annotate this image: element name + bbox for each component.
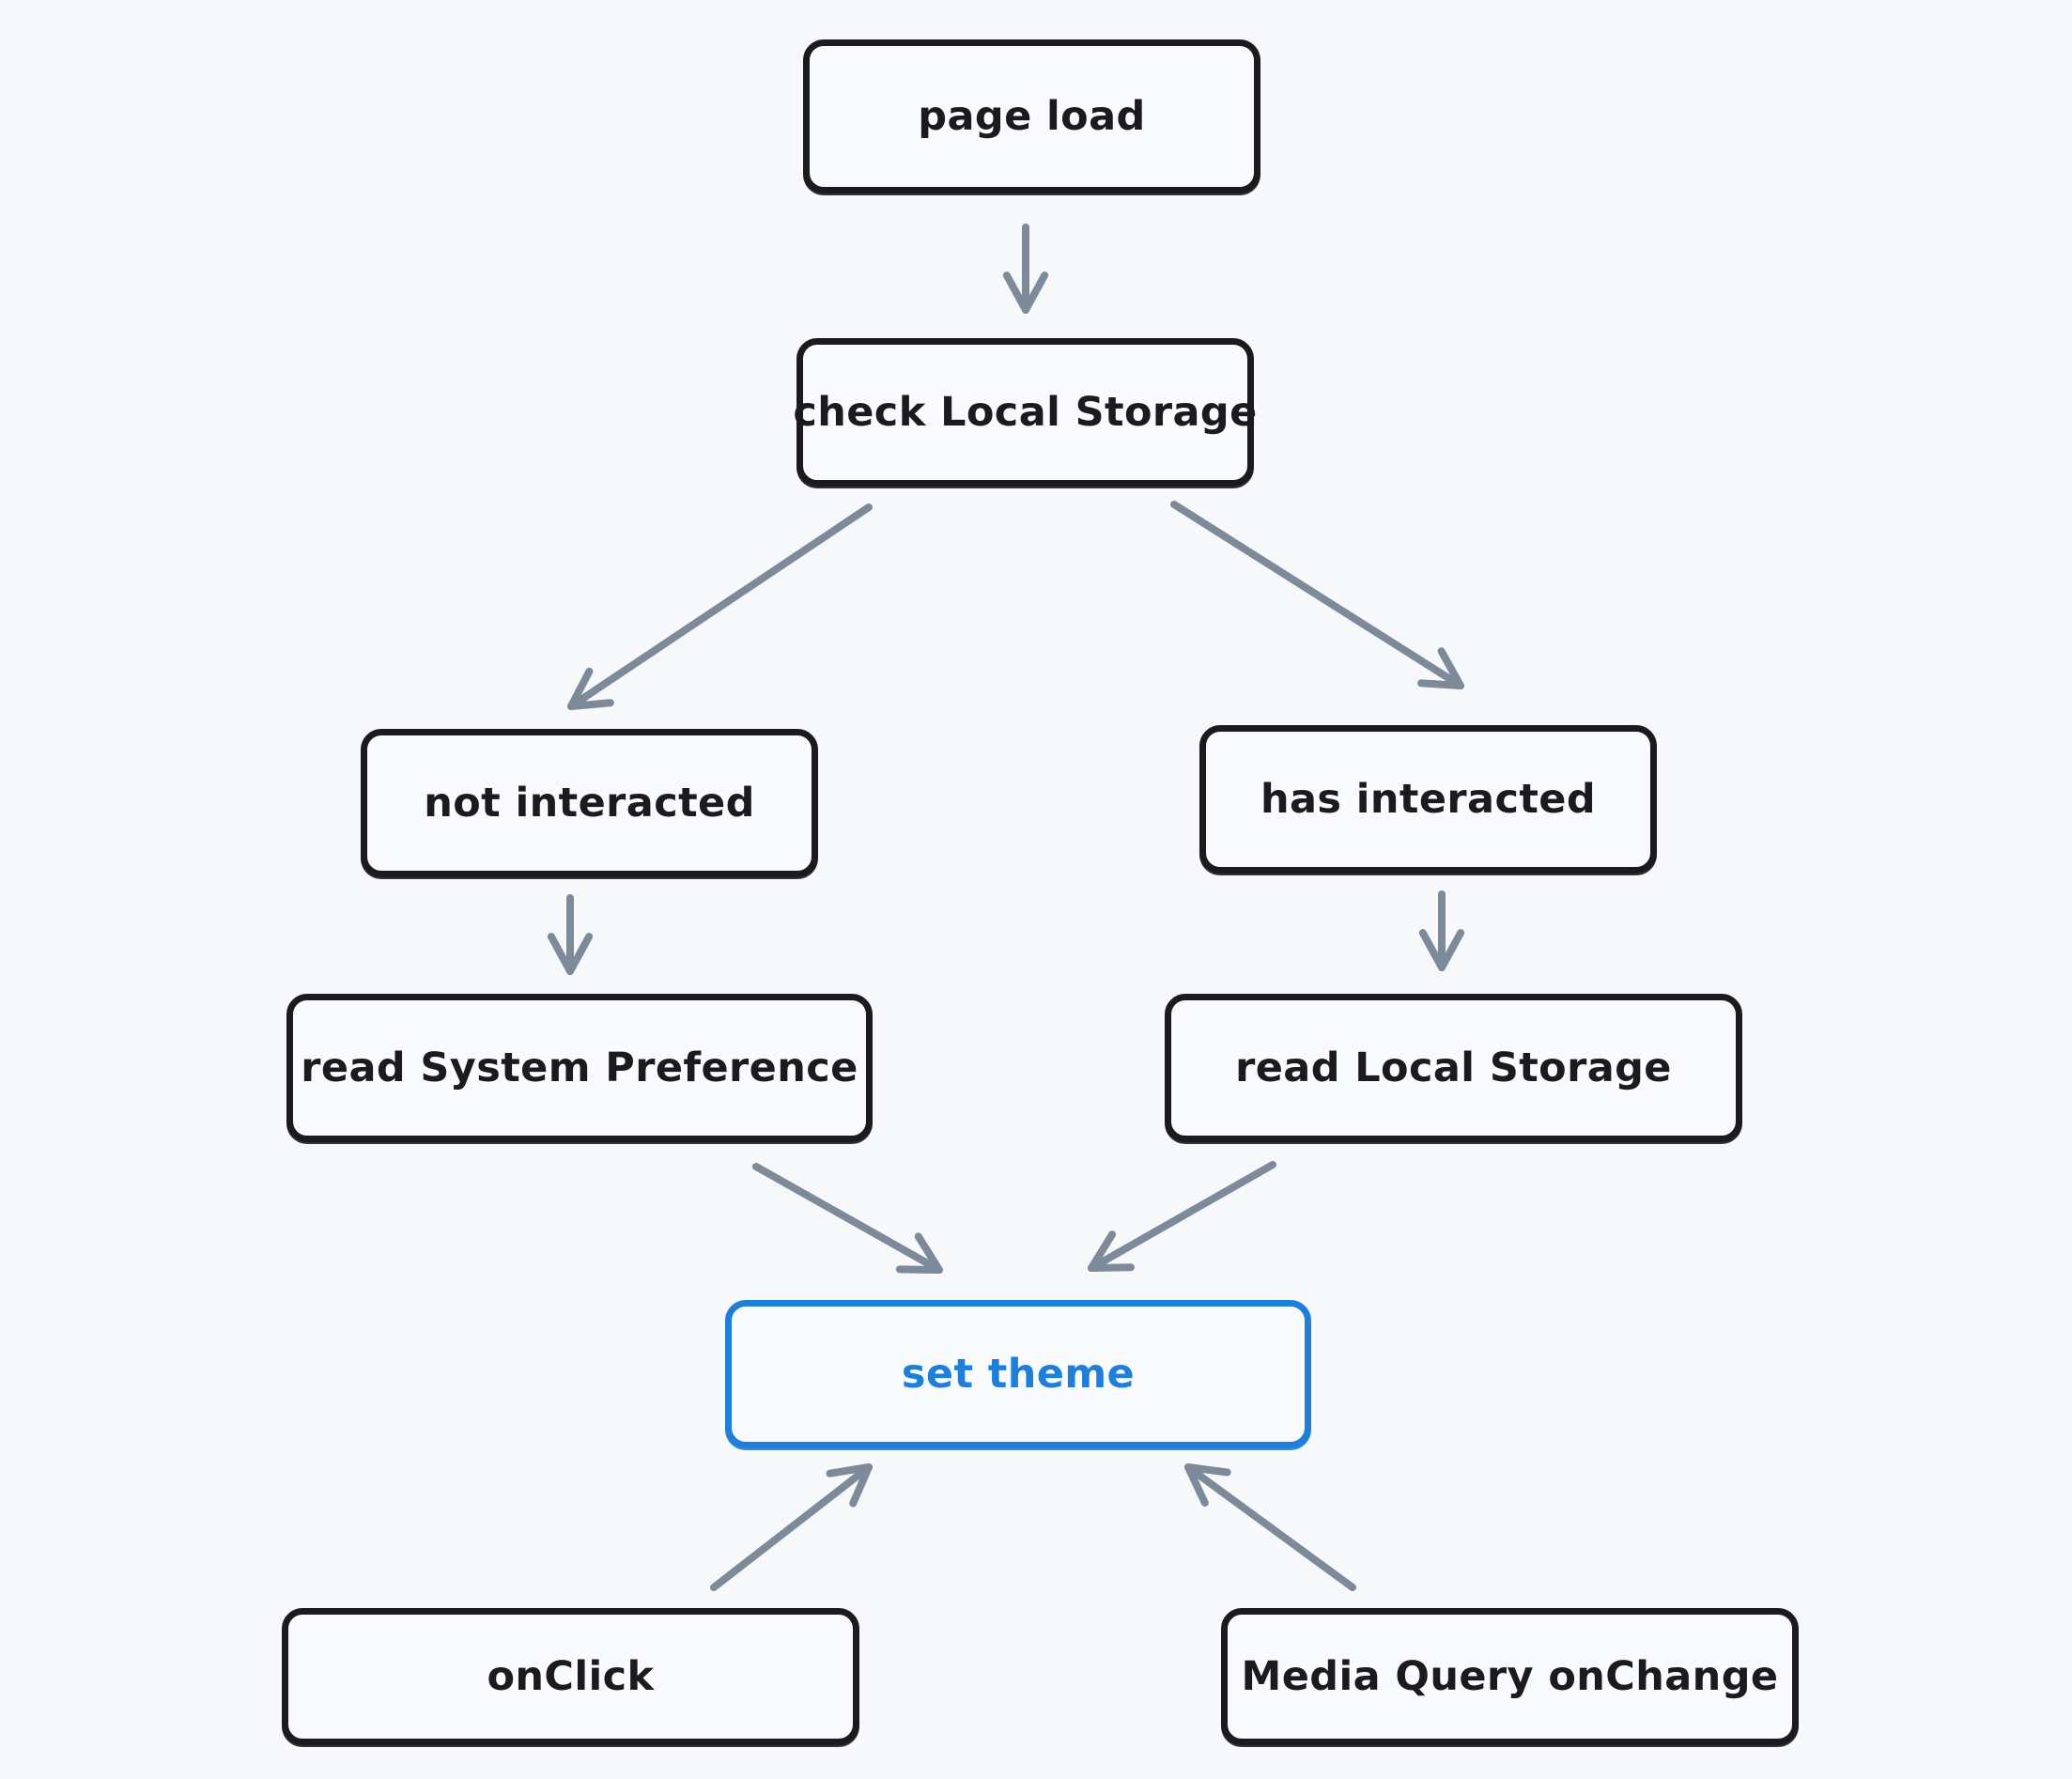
edge-line <box>710 1463 873 1591</box>
edge-arrowhead <box>1088 1263 1135 1272</box>
edge-arrowhead <box>826 1463 873 1477</box>
node-label-on-click: onClick <box>487 1652 655 1700</box>
edge-read-local-storage-to-set-theme <box>1088 1161 1276 1272</box>
node-label-check-local-storage: check Local Storage <box>793 388 1258 436</box>
edge-arrowhead <box>1184 1463 1231 1477</box>
node-has-interacted[interactable]: has interacted <box>1199 725 1657 874</box>
node-label-not-interacted: not interacted <box>424 779 755 827</box>
edge-not-interacted-to-read-system-preference <box>547 894 594 975</box>
edge-line <box>1184 1463 1356 1591</box>
edge-on-click-to-set-theme <box>710 1463 873 1591</box>
edge-has-interacted-to-read-local-storage <box>1418 890 1465 971</box>
node-check-local-storage[interactable]: check Local Storage <box>793 338 1258 487</box>
node-label-page-load: page load <box>918 92 1146 140</box>
node-read-local-storage[interactable]: read Local Storage <box>1165 994 1742 1142</box>
node-not-interacted[interactable]: not interacted <box>361 729 818 877</box>
node-label-read-system-preference: read System Preference <box>301 1044 858 1091</box>
edge-arrowhead <box>567 699 614 710</box>
edge-arrowhead <box>1002 271 1029 314</box>
edge-arrowhead <box>1022 271 1049 314</box>
edge-line <box>1170 501 1464 689</box>
edge-arrowhead <box>547 933 574 975</box>
edge-arrowhead <box>1417 679 1464 689</box>
edge-line <box>567 503 873 710</box>
edge-page-load-to-check-local-storage <box>1002 224 1049 314</box>
edge-arrowhead <box>896 1265 943 1274</box>
node-page-load[interactable]: page load <box>803 39 1260 193</box>
edge-arrowhead <box>1418 929 1446 971</box>
edge-check-local-storage-to-has-interacted <box>1170 501 1464 689</box>
edge-arrowhead <box>1437 647 1464 689</box>
node-on-click[interactable]: onClick <box>282 1608 859 1745</box>
edge-read-system-preference-to-set-theme <box>752 1163 943 1274</box>
edge-arrowhead <box>849 1463 873 1508</box>
node-media-query-on-change[interactable]: Media Query onChange <box>1221 1608 1799 1745</box>
edge-arrowhead <box>1438 929 1465 971</box>
edge-line <box>752 1163 943 1274</box>
edge-arrowhead <box>1184 1463 1209 1508</box>
node-label-has-interacted: has interacted <box>1260 775 1597 823</box>
node-label-media-query-on-change: Media Query onChange <box>1241 1652 1779 1700</box>
edge-arrowhead <box>1088 1230 1117 1272</box>
node-label-read-local-storage: read Local Storage <box>1235 1044 1672 1091</box>
edge-arrowhead <box>566 933 594 975</box>
edge-check-local-storage-to-not-interacted <box>567 503 873 710</box>
edge-line <box>1088 1161 1276 1272</box>
node-label-set-theme: set theme <box>901 1350 1136 1398</box>
edge-arrowhead <box>914 1232 943 1274</box>
edge-arrowhead <box>567 667 594 710</box>
node-set-theme[interactable]: set theme <box>725 1300 1311 1448</box>
edge-media-query-on-change-to-set-theme <box>1184 1463 1356 1591</box>
node-read-system-preference[interactable]: read System Preference <box>286 994 873 1142</box>
